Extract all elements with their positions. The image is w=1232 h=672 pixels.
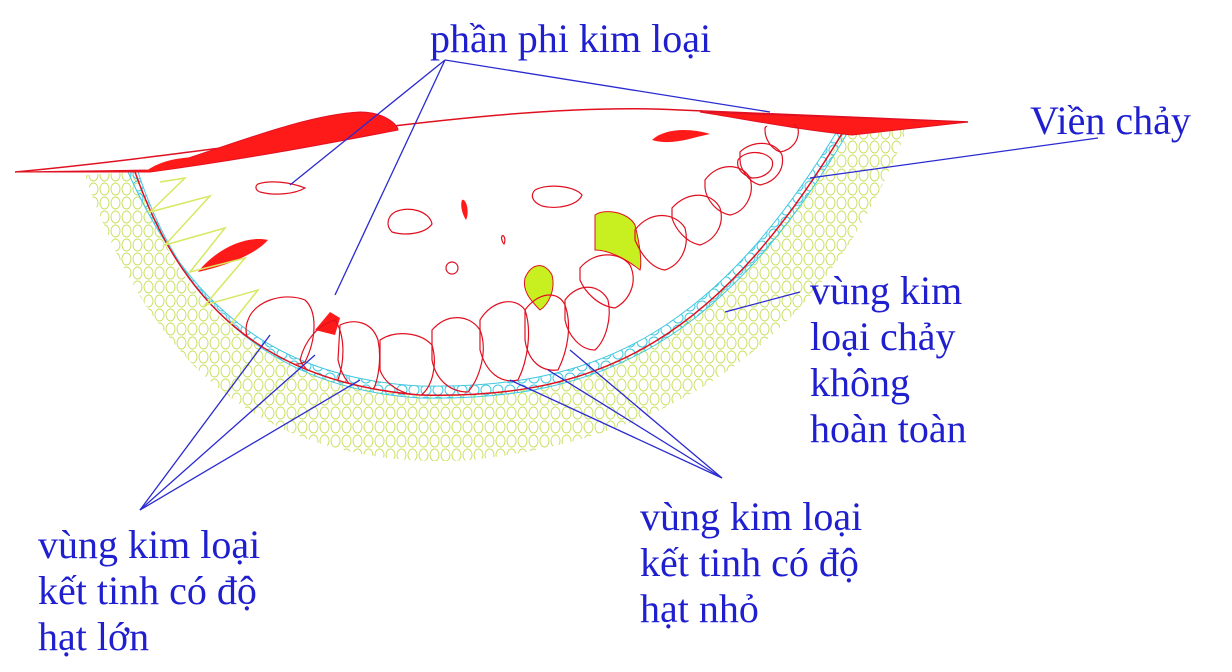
fine-grain-line-3: hạt nhỏ (640, 586, 862, 632)
label-fusion-boundary: Viền chảy (1030, 98, 1191, 144)
coarse-grain-line-1: vùng kim loại (38, 522, 260, 568)
leader-nonmetal-2 (335, 60, 445, 295)
label-partial-melt-zone: vùng kim loại chảy không hoàn toàn (810, 268, 967, 452)
partial-melt-zone (85, 120, 910, 461)
partial-melt-line-3: không (810, 360, 967, 406)
inclusion-mid (461, 200, 467, 220)
leader-nonmetal-3 (445, 60, 770, 112)
yellow-grain-1 (595, 212, 641, 270)
coarse-grain-line-2: kết tinh có độ (38, 568, 260, 614)
label-fine-grain-zone: vùng kim loại kết tinh có độ hạt nhỏ (640, 494, 862, 632)
coarse-grain-line-3: hạt lớn (38, 614, 260, 660)
yellow-grain-2 (524, 266, 553, 310)
partial-melt-line-4: hoàn toàn (810, 406, 967, 452)
label-non-metal: phần phi kim loại (430, 16, 711, 62)
partial-melt-line-1: vùng kim (810, 268, 967, 314)
label-coarse-grain-zone: vùng kim loại kết tinh có độ hạt lớn (38, 522, 260, 660)
right-plate-inclusion (700, 112, 968, 135)
partial-melt-line-2: loại chảy (810, 314, 967, 360)
fine-grain-line-1: vùng kim loại (640, 494, 862, 540)
fine-grain-line-2: kết tinh có độ (640, 540, 862, 586)
left-plate-inclusion (15, 112, 398, 172)
inclusion-top (652, 130, 710, 142)
